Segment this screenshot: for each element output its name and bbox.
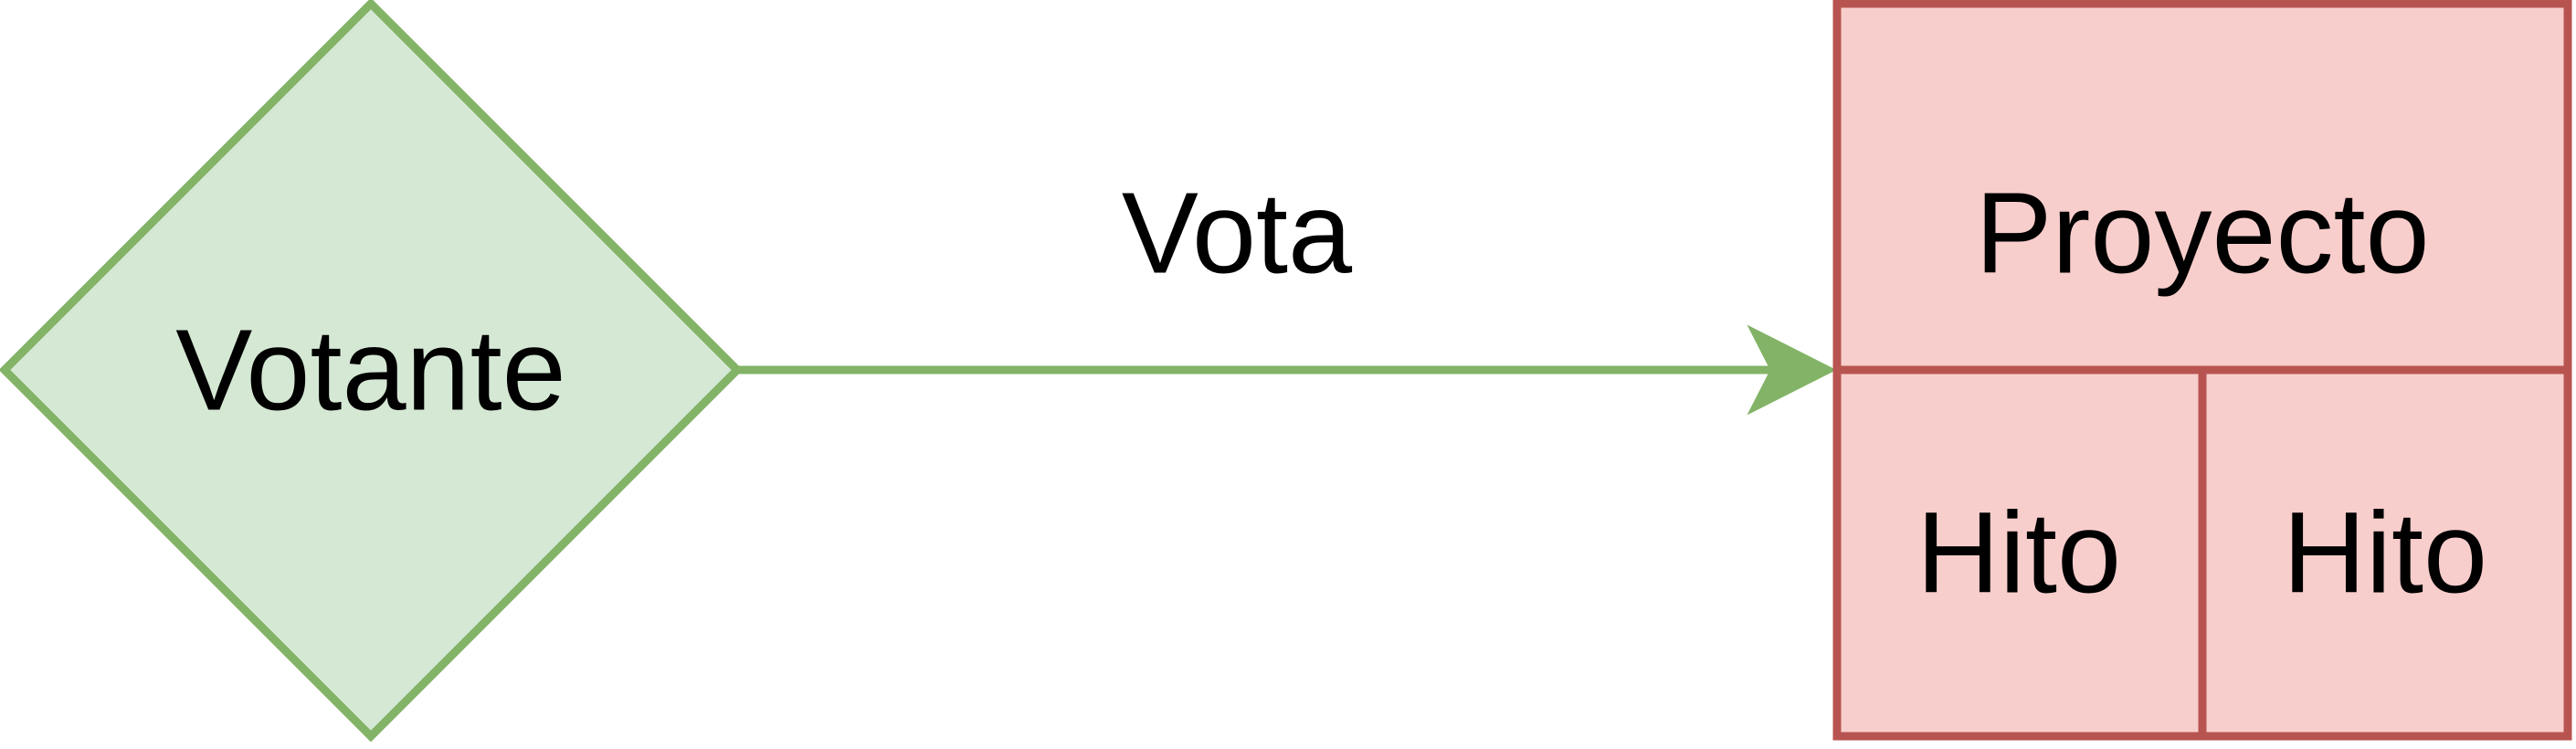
- vote-arrow-head: [1747, 324, 1837, 416]
- milestone-left-label: Hito: [1916, 489, 2121, 617]
- voter-diamond-shape: [0, 0, 744, 743]
- voter-entity[interactable]: Votante: [0, 0, 744, 743]
- vote-relationship[interactable]: Vota: [737, 169, 1837, 416]
- vote-label: Vota: [1122, 169, 1353, 298]
- project-label: Proyecto: [1975, 169, 2429, 298]
- milestone-cell-right[interactable]: Hito: [2283, 489, 2487, 617]
- voter-label: Votante: [175, 306, 565, 435]
- milestone-cell-left[interactable]: Hito: [1916, 489, 2121, 617]
- milestone-right-label: Hito: [2283, 489, 2487, 617]
- project-entity[interactable]: Proyecto: [1832, 0, 2572, 741]
